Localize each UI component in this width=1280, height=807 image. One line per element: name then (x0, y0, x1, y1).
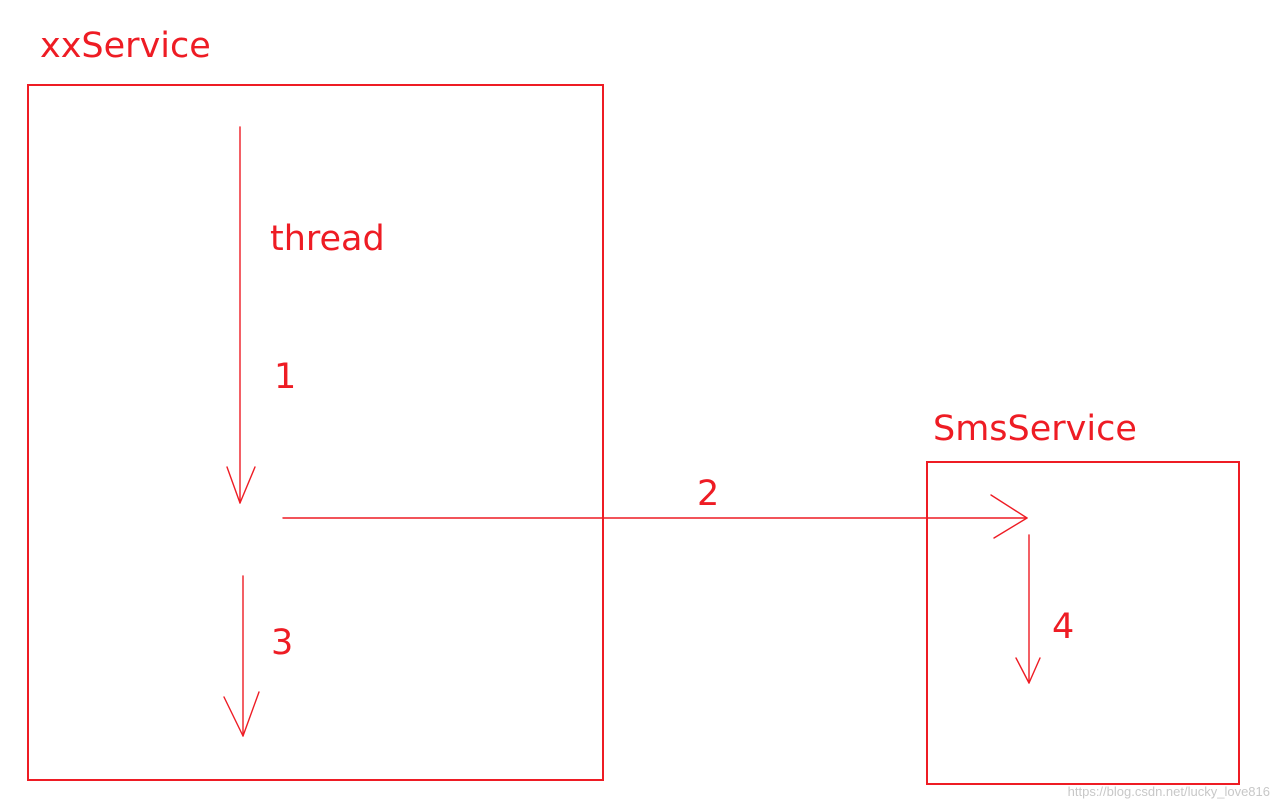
step2-arrow (282, 494, 1028, 539)
step3-arrow (223, 575, 260, 737)
watermark-text: https://blog.csdn.net/lucky_love816 (1068, 784, 1270, 799)
smsservice-title: SmsService (933, 409, 1137, 449)
step1-label: 1 (274, 357, 296, 397)
thread-label: thread (270, 219, 385, 259)
step4-label: 4 (1052, 607, 1074, 647)
smsservice-box (926, 461, 1240, 785)
step4-arrow (1015, 534, 1041, 684)
xxservice-title: xxService (40, 26, 211, 66)
step1-arrow (226, 126, 256, 504)
xxservice-box (27, 84, 604, 781)
step3-label: 3 (271, 623, 293, 663)
step2-label: 2 (697, 474, 719, 514)
